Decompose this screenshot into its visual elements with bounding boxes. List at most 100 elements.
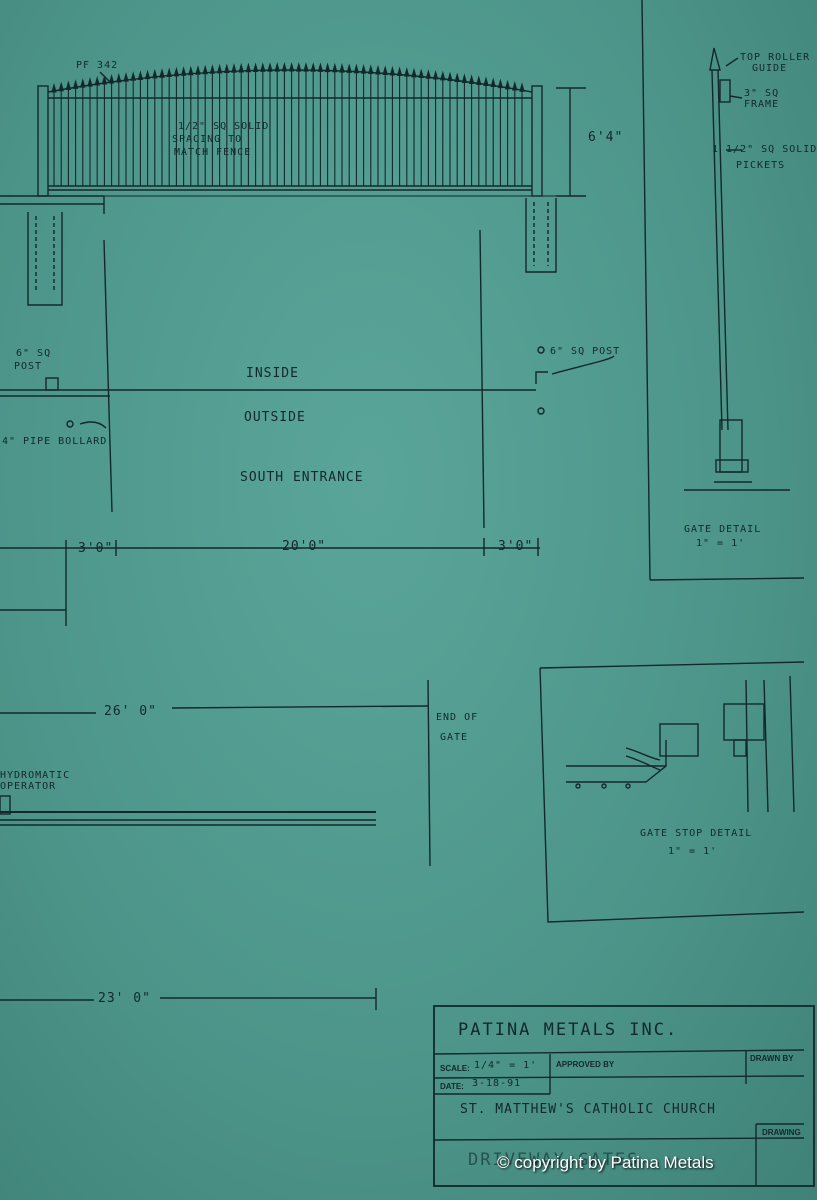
picket-finial xyxy=(123,72,129,82)
picket-finial xyxy=(303,62,309,72)
dim-center: 20'0" xyxy=(282,539,327,554)
picket-note-line1: 1/2" SQ SOLID xyxy=(178,121,270,132)
picket-finial xyxy=(404,67,410,77)
picket-finial xyxy=(159,68,165,78)
picket-finial xyxy=(346,63,352,73)
picket-finial xyxy=(245,62,252,73)
picket-finial xyxy=(202,64,208,75)
picket-finial xyxy=(310,62,316,72)
gate-detail-scale: 1" = 1' xyxy=(696,538,746,549)
gate-height-dimension: 6'4" xyxy=(588,130,624,145)
top-roller-label-2: GUIDE xyxy=(752,63,788,74)
picket-finial xyxy=(468,74,475,84)
picket-finial xyxy=(216,63,223,74)
picket-finial xyxy=(519,82,525,92)
picket-finial xyxy=(317,62,324,72)
picket-finial xyxy=(58,81,64,92)
pickets-label-2: PICKETS xyxy=(736,160,786,171)
gate-detail-title: GATE DETAIL xyxy=(684,524,762,535)
frame-label-2: FRAME xyxy=(744,99,780,110)
dim-left: 3'0" xyxy=(78,541,114,556)
title-block-lines xyxy=(433,1005,815,1187)
picket-finial xyxy=(389,65,396,76)
south-entrance-label: SOUTH ENTRANCE xyxy=(240,470,364,485)
picket-finial xyxy=(396,66,403,77)
picket-finial xyxy=(51,82,57,93)
approved-by-label: APPROVED BY xyxy=(556,1060,615,1069)
picket-finial xyxy=(454,72,460,83)
picket-finial xyxy=(152,68,158,79)
picket-finial xyxy=(166,67,172,78)
picket-finial xyxy=(512,80,518,91)
picket-finial xyxy=(353,63,360,74)
left-post-label: 6" SQ xyxy=(16,348,52,359)
picket-finial xyxy=(497,78,504,89)
operator-label-1: HYDROMATIC xyxy=(0,770,71,781)
picket-finial xyxy=(490,77,496,88)
pickets-label-1: 1 1/2" SQ SOLID xyxy=(712,144,817,155)
project-name: ST. MATTHEW'S CATHOLIC CHURCH xyxy=(460,1102,716,1117)
date-label: DATE: xyxy=(440,1082,464,1091)
picket-finial xyxy=(418,68,424,79)
picket-finial xyxy=(173,66,180,77)
drawing-label: DRAWING xyxy=(762,1128,801,1137)
run-view xyxy=(0,679,431,1010)
end-of-gate-1: END OF xyxy=(436,712,479,723)
picket-finial xyxy=(476,75,482,85)
left-post-label-2: POST xyxy=(14,361,43,372)
picket-finial xyxy=(224,63,230,74)
picket-finial xyxy=(209,64,216,74)
picket-finial xyxy=(65,80,72,90)
picket-finial xyxy=(332,62,338,73)
picket-finial xyxy=(288,61,295,72)
picket-finial xyxy=(130,71,136,81)
picket-finial xyxy=(461,73,468,83)
right-post-label: 6" SQ POST xyxy=(550,346,621,357)
picket-finial xyxy=(432,69,439,80)
plan-view xyxy=(0,229,615,626)
picket-finial xyxy=(483,76,489,86)
picket-finial xyxy=(274,62,280,72)
gate-detail-panel xyxy=(641,0,805,581)
gate-stop-title: GATE STOP DETAIL xyxy=(640,828,753,839)
picket-finial xyxy=(296,62,302,72)
picket-finial xyxy=(238,62,244,73)
gate-stop-scale: 1" = 1' xyxy=(668,846,718,857)
dim-right: 3'0" xyxy=(498,539,534,554)
date-value: 3-18-91 xyxy=(472,1078,522,1089)
picket-finial xyxy=(101,74,108,85)
scale-label: SCALE: xyxy=(440,1064,470,1073)
picket-finial xyxy=(116,73,122,83)
picket-finial xyxy=(375,64,381,75)
picket-finial xyxy=(440,70,446,81)
copyright-watermark: © copyright by Patina Metals xyxy=(497,1153,714,1172)
picket-finial xyxy=(411,67,417,78)
picket-finial xyxy=(324,62,331,73)
scale-value: 1/4" = 1' xyxy=(474,1060,538,1071)
picket-finial xyxy=(72,79,79,89)
gate-stop-panel xyxy=(539,661,805,923)
picket-finial xyxy=(504,79,511,90)
picket-finial xyxy=(447,71,453,82)
picket-finial xyxy=(144,69,151,80)
dim-26: 26' 0" xyxy=(104,704,157,719)
picket-finial xyxy=(360,64,367,74)
outside-label: OUTSIDE xyxy=(244,410,306,425)
picket-finial xyxy=(188,65,194,76)
picket-finial xyxy=(425,69,432,79)
picket-finial xyxy=(180,66,187,76)
drawing-title: DRIVEWAY GATES xyxy=(468,1150,640,1170)
picket-note-line2: SPACING TO xyxy=(172,134,243,145)
dim-23: 23' 0" xyxy=(98,991,151,1006)
picket-finial xyxy=(368,64,374,75)
end-of-gate-2: GATE xyxy=(440,732,469,743)
picket-finial xyxy=(252,62,259,72)
picket-finial xyxy=(195,65,201,75)
operator-label-2: OPERATOR xyxy=(0,781,57,792)
picket-note-line3: MATCH FENCE xyxy=(174,147,252,158)
frame-label-1: 3" SQ xyxy=(744,88,780,99)
picket-finial xyxy=(339,63,345,73)
picket-finial xyxy=(80,78,86,88)
picket-finial xyxy=(87,77,93,87)
